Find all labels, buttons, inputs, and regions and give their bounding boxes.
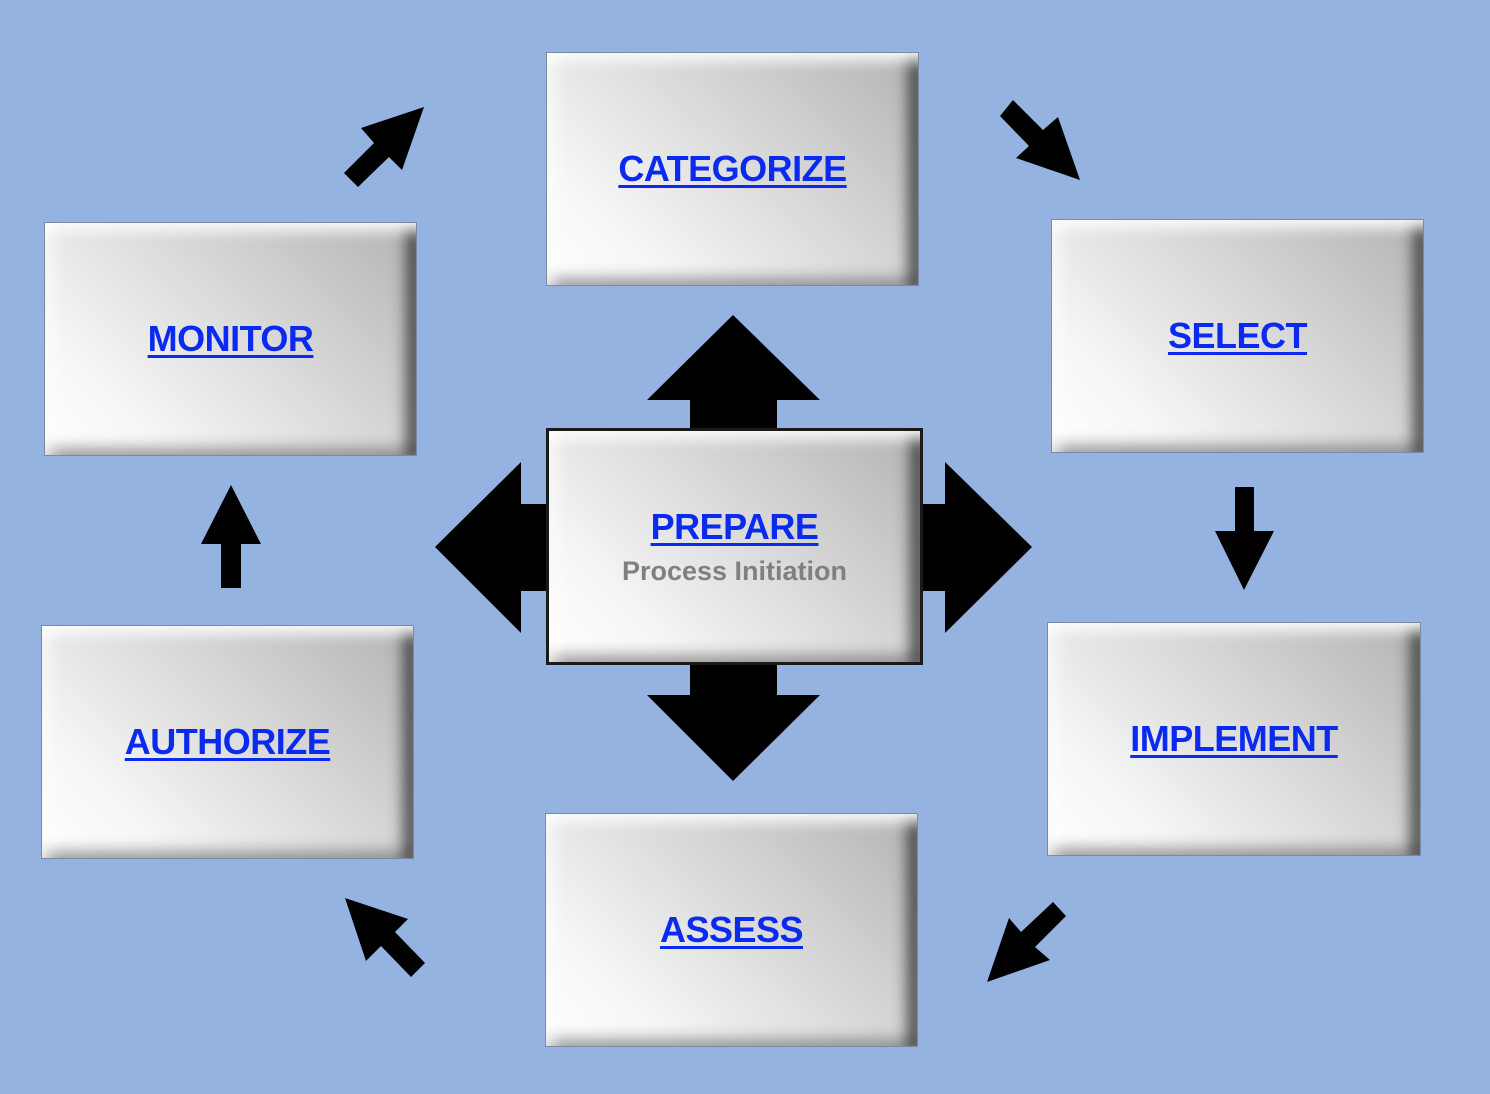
- arrow-up-icon: [201, 485, 261, 588]
- step-authorize-link[interactable]: AUTHORIZE: [124, 721, 331, 762]
- step-monitor-link[interactable]: MONITOR: [147, 318, 314, 359]
- arrow-down-icon: [1215, 487, 1274, 590]
- step-categorize[interactable]: CATEGORIZE: [546, 52, 919, 286]
- arrow-up-right-icon: [344, 107, 424, 187]
- four-way-arrow-icon: [435, 315, 1032, 781]
- arrow-right-from-prepare: [910, 462, 1032, 633]
- step-monitor[interactable]: MONITOR: [44, 222, 417, 456]
- step-categorize-link[interactable]: CATEGORIZE: [618, 148, 847, 189]
- step-authorize[interactable]: AUTHORIZE: [41, 625, 414, 859]
- arrow-down-left-icon: [987, 902, 1066, 982]
- step-prepare[interactable]: PREPARE Process Initiation: [546, 428, 923, 665]
- step-prepare-subtitle: Process Initiation: [621, 556, 848, 586]
- arrow-up-from-prepare: [647, 315, 820, 440]
- step-implement-link[interactable]: IMPLEMENT: [1130, 718, 1338, 759]
- step-implement[interactable]: IMPLEMENT: [1047, 622, 1421, 856]
- arrow-left-from-prepare: [435, 462, 560, 633]
- step-select-link[interactable]: SELECT: [1167, 315, 1308, 356]
- step-assess-link[interactable]: ASSESS: [659, 909, 804, 950]
- arrow-up-left-icon: [345, 898, 425, 977]
- arrow-down-from-prepare: [647, 655, 820, 781]
- step-prepare-link[interactable]: PREPARE: [650, 506, 819, 547]
- step-assess[interactable]: ASSESS: [545, 813, 918, 1047]
- arrow-down-right-icon: [1000, 100, 1080, 180]
- step-select[interactable]: SELECT: [1051, 219, 1424, 453]
